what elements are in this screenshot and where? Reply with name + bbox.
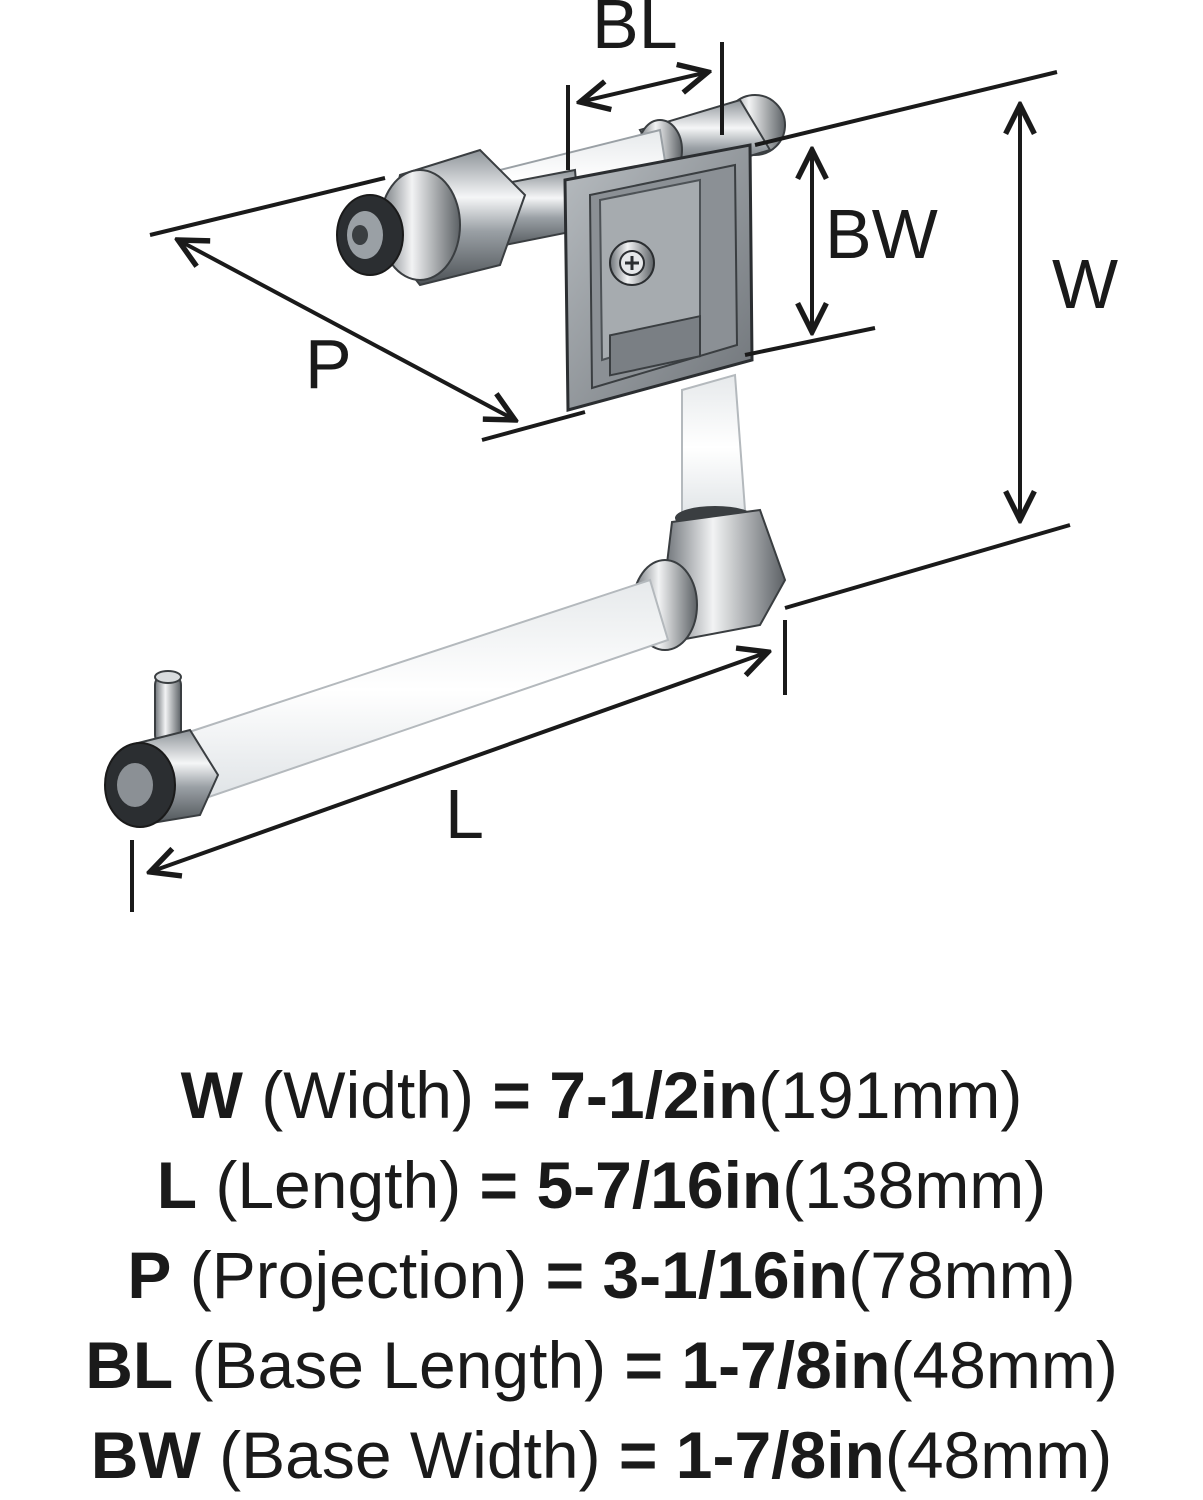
spec-name: (Projection) xyxy=(189,1238,528,1312)
dimension-lines xyxy=(130,42,1071,912)
mounting-base-plate xyxy=(563,143,754,412)
spec-code: P xyxy=(127,1238,172,1312)
roll-bar-end-cap xyxy=(104,670,220,828)
spec-inches: 5-7/16in xyxy=(536,1148,783,1222)
spec-name: (Base Length) xyxy=(191,1328,607,1402)
label-bw: BW xyxy=(825,195,938,273)
vertical-acrylic-rod xyxy=(681,373,747,522)
left-end-cap xyxy=(336,148,527,287)
spec-mm: (138mm) xyxy=(782,1148,1047,1222)
spec-equals: = xyxy=(624,1328,664,1402)
spec-inches: 1-7/8in xyxy=(675,1418,885,1492)
spec-inches: 1-7/8in xyxy=(681,1328,891,1402)
label-bl: BL xyxy=(592,0,678,63)
label-w: W xyxy=(1052,245,1118,323)
dimension-specs: W (Width) = 7-1/2in(191mm) L (Length) = … xyxy=(0,1050,1203,1500)
spec-equals: = xyxy=(479,1148,519,1222)
spec-name: (Base Width) xyxy=(219,1418,601,1492)
spec-inches: 3-1/16in xyxy=(602,1238,849,1312)
spec-equals: = xyxy=(618,1418,658,1492)
roll-acrylic-bar xyxy=(178,578,670,802)
spec-inches: 7-1/2in xyxy=(549,1058,759,1132)
spec-code: BW xyxy=(90,1418,201,1492)
label-p: P xyxy=(305,325,352,403)
spec-code: W xyxy=(180,1058,243,1132)
label-l: L xyxy=(445,775,484,853)
spec-row-base-length: BL (Base Length) = 1-7/8in(48mm) xyxy=(0,1320,1203,1410)
spec-name: (Length) xyxy=(215,1148,462,1222)
spec-code: L xyxy=(156,1148,198,1222)
spec-code: BL xyxy=(85,1328,174,1402)
spec-row-base-width: BW (Base Width) = 1-7/8in(48mm) xyxy=(0,1410,1203,1500)
spec-mm: (78mm) xyxy=(848,1238,1076,1312)
spec-name: (Width) xyxy=(261,1058,474,1132)
spec-mm: (48mm) xyxy=(884,1418,1113,1492)
spec-equals: = xyxy=(545,1238,585,1312)
dimension-diagram: BL BW W P L xyxy=(104,0,1118,912)
spec-row-width: W (Width) = 7-1/2in(191mm) xyxy=(0,1050,1203,1140)
spec-row-projection: P (Projection) = 3-1/16in(78mm) xyxy=(0,1230,1203,1320)
spec-mm: (48mm) xyxy=(890,1328,1118,1402)
toilet-paper-holder-illustration xyxy=(104,94,787,828)
spec-row-length: L (Length) = 5-7/16in(138mm) xyxy=(0,1140,1203,1230)
spec-mm: (191mm) xyxy=(758,1058,1023,1132)
spec-equals: = xyxy=(492,1058,531,1132)
